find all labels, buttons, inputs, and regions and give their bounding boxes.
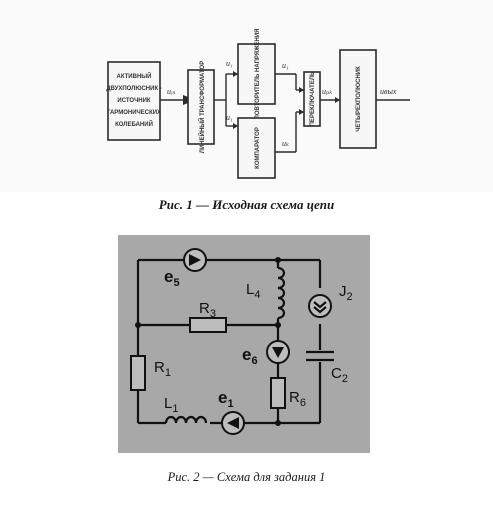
label-e6: e6 (242, 345, 258, 367)
source-e5 (183, 248, 207, 272)
label-e5: e5 (164, 267, 180, 289)
node-left-middle (135, 322, 141, 328)
node-top-middle (275, 257, 281, 263)
switch-label: ПЕРЕКЛЮЧАТЕЛЬ (310, 71, 316, 126)
source-label-line-4: ГАРМОНИЧЕСКИХ (107, 110, 161, 116)
label-e1: e1 (218, 388, 234, 410)
node-bottom-middle (275, 420, 281, 426)
label-l4: L4 (246, 281, 260, 301)
active-source-block: АКТИВНЫЙ ДВУХПОЛЮСНИК - ИСТОЧНИК ГАРМОНИ… (106, 61, 162, 141)
four-pole-label: ЧЕТЫРЕХПОЛЮСНИК (356, 66, 362, 132)
resistor-r1 (130, 355, 146, 391)
figure-1-wires (160, 71, 410, 153)
signal-u1-top: u₁ (226, 59, 233, 68)
source-label-line-1: АКТИВНЫЙ (117, 72, 152, 80)
inductor-l4 (270, 266, 286, 320)
label-r1: R1 (154, 359, 171, 379)
transformer-label: ЛИНЕЙНЫЙ ТРАНСФОРМАТОР (198, 61, 206, 153)
comparator-label: КОМПАРАТОР (255, 127, 261, 169)
repeater-label: ПОВТОРИТЕЛЬ НАПРЯЖЕНИЯ (255, 29, 261, 120)
inductor-l1 (164, 414, 210, 430)
signal-u-out: uвых (380, 87, 397, 96)
four-pole-block: ЧЕТЫРЕХПОЛЮСНИК (339, 49, 377, 149)
figure-2-caption: Рис. 2 — Схема для задания 1 (167, 470, 326, 484)
label-r6: R6 (289, 389, 306, 409)
switch-block: ПЕРЕКЛЮЧАТЕЛЬ (303, 71, 321, 127)
label-c2: C2 (331, 365, 348, 385)
signal-u-repeater: u₁ (282, 61, 289, 70)
comparator-block: КОМПАРАТОР (237, 117, 276, 179)
figure-2-photo-background (118, 235, 370, 453)
signal-u-comparator: uₖ (282, 139, 289, 148)
source-label-line-2: ДВУХПОЛЮСНИК - (106, 86, 162, 92)
signal-u1-bottom: u₁ (226, 113, 233, 122)
label-j2: J2 (339, 283, 353, 303)
voltage-repeater-block: ПОВТОРИТЕЛЬ НАПРЯЖЕНИЯ (237, 29, 276, 120)
current-source-j2 (308, 288, 332, 324)
source-e6 (266, 340, 290, 364)
label-l1: L1 (164, 395, 178, 415)
resistor-r3 (189, 317, 227, 333)
node-middle (275, 322, 281, 328)
resistor-r6 (270, 377, 286, 409)
capacitor-c2 (306, 350, 334, 362)
linear-transformer-block: ЛИНЕЙНЫЙ ТРАНСФОРМАТОР (187, 61, 215, 153)
source-e1 (221, 411, 245, 435)
source-label-line-3: ИСТОЧНИК (117, 98, 151, 104)
source-label-line-5: КОЛЕБАНИЙ (115, 120, 153, 128)
figure-1-caption: Рис. 1 — Исходная схема цепи (158, 197, 335, 212)
signal-u-in: uᵢₙ (167, 87, 176, 96)
signal-u-switch: uₚₖ (322, 87, 332, 96)
label-r3: R3 (199, 300, 216, 320)
